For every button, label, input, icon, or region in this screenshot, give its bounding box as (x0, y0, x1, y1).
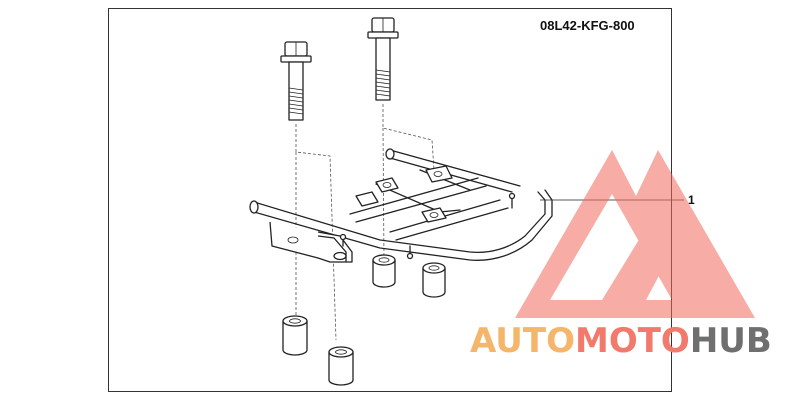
carrier-rack (249, 148, 553, 263)
collar-4 (328, 346, 354, 386)
watermark-logo-icon (515, 150, 755, 318)
bolt-right (367, 17, 399, 101)
watermark-text-moto: MOTO (575, 321, 690, 361)
callout-label-1: 1 (688, 193, 695, 207)
collar-1 (372, 254, 396, 288)
assembly-guides (295, 104, 435, 341)
watermark-text-auto: AUTO (470, 321, 575, 361)
watermark-text: AUTOMOTOHUB (470, 321, 772, 361)
bolt-left (280, 41, 312, 121)
collar-2 (422, 262, 446, 298)
watermark-text-hub: HUB (690, 321, 772, 361)
part-number-label: 08L42-KFG-800 (540, 18, 635, 33)
collar-3 (282, 315, 308, 356)
